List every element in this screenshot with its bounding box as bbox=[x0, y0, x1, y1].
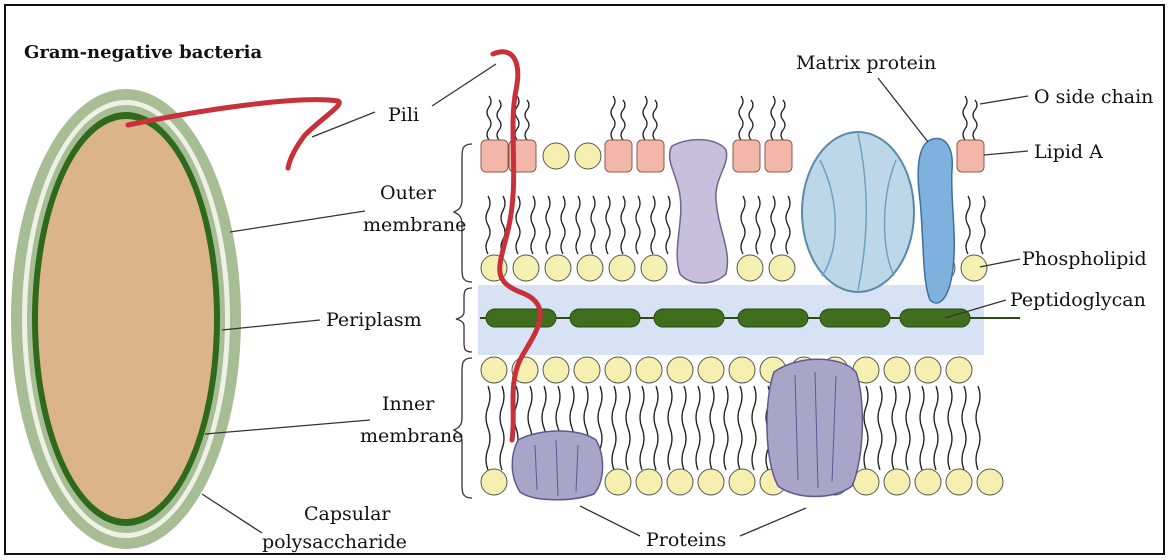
o-side-chains bbox=[487, 96, 977, 140]
matrix-protein bbox=[918, 138, 954, 303]
pili-label: Pili bbox=[388, 104, 419, 126]
proteins-leader-left bbox=[580, 506, 640, 536]
bacterial-cell bbox=[11, 89, 339, 549]
proteins-label: Proteins bbox=[646, 529, 726, 551]
diagram-title: Gram-negative bacteria bbox=[24, 42, 262, 63]
peptidoglycan-label: Peptidoglycan bbox=[1010, 289, 1146, 311]
outer-membrane-leader bbox=[230, 211, 365, 232]
inner-membrane-leader bbox=[205, 420, 370, 434]
matrix-protein-label: Matrix protein bbox=[796, 52, 936, 74]
periplasm-label: Periplasm bbox=[326, 309, 422, 331]
pili-leader-right bbox=[432, 64, 496, 106]
outer-membrane-bottom-leaflet bbox=[481, 255, 987, 281]
outer-membrane-protein bbox=[670, 140, 728, 283]
inner-membrane-protein bbox=[767, 359, 862, 496]
periplasm-brace bbox=[456, 288, 472, 352]
peripheral-protein bbox=[512, 431, 602, 500]
pili-leader-left bbox=[312, 112, 375, 137]
outer-membrane-top-leaflet bbox=[481, 140, 984, 172]
o-side-chain-leader bbox=[980, 96, 1028, 104]
outer-membrane-label-1: Outer bbox=[380, 182, 437, 204]
inner-membrane-label-1: Inner bbox=[382, 393, 435, 415]
capsular-label-2: polysaccharide bbox=[262, 531, 407, 553]
lipid-a-leader bbox=[984, 151, 1028, 155]
phospholipid-label: Phospholipid bbox=[1022, 248, 1147, 270]
matrix-protein-leader bbox=[878, 78, 928, 142]
proteins-leader-right bbox=[740, 508, 806, 536]
capsular-label-1: Capsular bbox=[304, 503, 391, 525]
lipid-a-label: Lipid A bbox=[1034, 141, 1103, 163]
cytoplasm bbox=[38, 119, 214, 519]
outer-membrane-label-2: membrane bbox=[363, 214, 466, 236]
porin-protein bbox=[802, 132, 914, 292]
outer-membrane-brace bbox=[454, 144, 472, 282]
inner-membrane-top-leaflet bbox=[481, 357, 972, 383]
o-side-chain-label: O side chain bbox=[1034, 86, 1153, 108]
capsular-leader bbox=[202, 494, 262, 533]
inner-membrane-label-2: membrane bbox=[360, 425, 463, 447]
